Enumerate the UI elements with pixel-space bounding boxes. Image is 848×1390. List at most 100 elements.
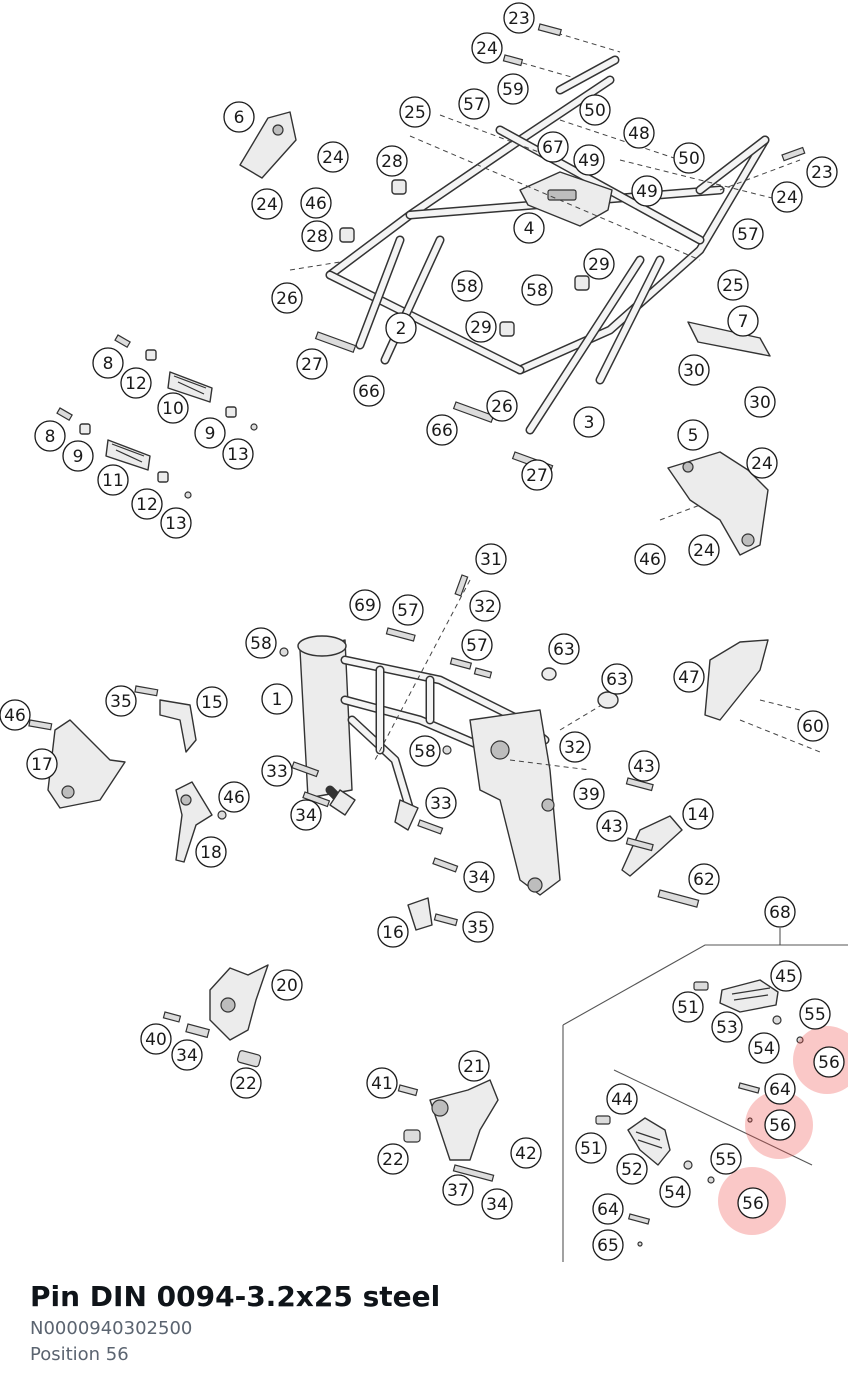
callout-29[interactable]: 29 [583, 248, 615, 280]
callout-64[interactable]: 64 [764, 1073, 796, 1105]
callout-43[interactable]: 43 [596, 810, 628, 842]
callout-58[interactable]: 58 [245, 627, 277, 659]
callout-29[interactable]: 29 [465, 311, 497, 343]
callout-49[interactable]: 49 [631, 175, 663, 207]
callout-53[interactable]: 53 [711, 1011, 743, 1043]
callout-55[interactable]: 55 [799, 998, 831, 1030]
callout-18[interactable]: 18 [195, 836, 227, 868]
callout-63[interactable]: 63 [548, 633, 580, 665]
callout-24[interactable]: 24 [317, 141, 349, 173]
callout-23[interactable]: 23 [503, 2, 535, 34]
callout-52[interactable]: 52 [616, 1153, 648, 1185]
callout-39[interactable]: 39 [573, 778, 605, 810]
callout-31[interactable]: 31 [475, 543, 507, 575]
callout-22[interactable]: 22 [230, 1067, 262, 1099]
callout-33[interactable]: 33 [425, 787, 457, 819]
callout-58[interactable]: 58 [451, 270, 483, 302]
callout-48[interactable]: 48 [623, 117, 655, 149]
callout-68[interactable]: 68 [764, 896, 796, 928]
callout-24[interactable]: 24 [771, 181, 803, 213]
callout-34[interactable]: 34 [171, 1039, 203, 1071]
callout-41[interactable]: 41 [366, 1067, 398, 1099]
callout-46[interactable]: 46 [634, 543, 666, 575]
callout-30[interactable]: 30 [744, 386, 776, 418]
callout-62[interactable]: 62 [688, 863, 720, 895]
callout-66[interactable]: 66 [426, 414, 458, 446]
callout-2[interactable]: 2 [385, 312, 417, 344]
callout-35[interactable]: 35 [462, 911, 494, 943]
callout-32[interactable]: 32 [559, 731, 591, 763]
callout-25[interactable]: 25 [399, 96, 431, 128]
callout-26[interactable]: 26 [271, 282, 303, 314]
callout-10[interactable]: 10 [157, 392, 189, 424]
callout-24[interactable]: 24 [746, 447, 778, 479]
callout-64[interactable]: 64 [592, 1193, 624, 1225]
callout-11[interactable]: 11 [97, 464, 129, 496]
callout-40[interactable]: 40 [140, 1023, 172, 1055]
callout-8[interactable]: 8 [34, 420, 66, 452]
callout-47[interactable]: 47 [673, 661, 705, 693]
callout-51[interactable]: 51 [672, 991, 704, 1023]
callout-1[interactable]: 1 [261, 683, 293, 715]
callout-5[interactable]: 5 [677, 419, 709, 451]
callout-56[interactable]: 56 [737, 1187, 769, 1219]
callout-37[interactable]: 37 [442, 1174, 474, 1206]
callout-17[interactable]: 17 [26, 748, 58, 780]
callout-58[interactable]: 58 [521, 274, 553, 306]
callout-34[interactable]: 34 [463, 861, 495, 893]
callout-46[interactable]: 46 [218, 781, 250, 813]
callout-57[interactable]: 57 [732, 218, 764, 250]
callout-55[interactable]: 55 [710, 1143, 742, 1175]
callout-50[interactable]: 50 [579, 94, 611, 126]
callout-56[interactable]: 56 [764, 1109, 796, 1141]
callout-59[interactable]: 59 [497, 73, 529, 105]
callout-46[interactable]: 46 [300, 187, 332, 219]
callout-69[interactable]: 69 [349, 589, 381, 621]
callout-12[interactable]: 12 [131, 488, 163, 520]
callout-57[interactable]: 57 [461, 629, 493, 661]
callout-28[interactable]: 28 [376, 145, 408, 177]
callout-7[interactable]: 7 [727, 305, 759, 337]
callout-33[interactable]: 33 [261, 755, 293, 787]
callout-44[interactable]: 44 [606, 1083, 638, 1115]
callout-21[interactable]: 21 [458, 1050, 490, 1082]
callout-8[interactable]: 8 [92, 347, 124, 379]
callout-14[interactable]: 14 [682, 798, 714, 830]
callout-65[interactable]: 65 [592, 1229, 624, 1261]
callout-49[interactable]: 49 [573, 144, 605, 176]
callout-50[interactable]: 50 [673, 142, 705, 174]
callout-3[interactable]: 3 [573, 406, 605, 438]
callout-13[interactable]: 13 [222, 438, 254, 470]
callout-66[interactable]: 66 [353, 375, 385, 407]
callout-13[interactable]: 13 [160, 507, 192, 539]
callout-56[interactable]: 56 [813, 1046, 845, 1078]
callout-45[interactable]: 45 [770, 960, 802, 992]
callout-34[interactable]: 34 [481, 1188, 513, 1220]
callout-4[interactable]: 4 [513, 212, 545, 244]
callout-12[interactable]: 12 [120, 367, 152, 399]
callout-6[interactable]: 6 [223, 101, 255, 133]
callout-24[interactable]: 24 [251, 188, 283, 220]
callout-9[interactable]: 9 [194, 417, 226, 449]
callout-27[interactable]: 27 [521, 459, 553, 491]
callout-42[interactable]: 42 [510, 1137, 542, 1169]
callout-9[interactable]: 9 [62, 440, 94, 472]
callout-57[interactable]: 57 [392, 594, 424, 626]
callout-24[interactable]: 24 [688, 534, 720, 566]
callout-34[interactable]: 34 [290, 799, 322, 831]
callout-25[interactable]: 25 [717, 269, 749, 301]
callout-46[interactable]: 46 [0, 699, 31, 731]
callout-60[interactable]: 60 [797, 710, 829, 742]
callout-15[interactable]: 15 [196, 686, 228, 718]
callout-58[interactable]: 58 [409, 735, 441, 767]
callout-43[interactable]: 43 [628, 750, 660, 782]
callout-54[interactable]: 54 [659, 1176, 691, 1208]
callout-51[interactable]: 51 [575, 1132, 607, 1164]
callout-23[interactable]: 23 [806, 156, 838, 188]
callout-63[interactable]: 63 [601, 663, 633, 695]
callout-26[interactable]: 26 [486, 390, 518, 422]
callout-54[interactable]: 54 [748, 1032, 780, 1064]
callout-32[interactable]: 32 [469, 590, 501, 622]
callout-24[interactable]: 24 [471, 32, 503, 64]
callout-35[interactable]: 35 [105, 685, 137, 717]
